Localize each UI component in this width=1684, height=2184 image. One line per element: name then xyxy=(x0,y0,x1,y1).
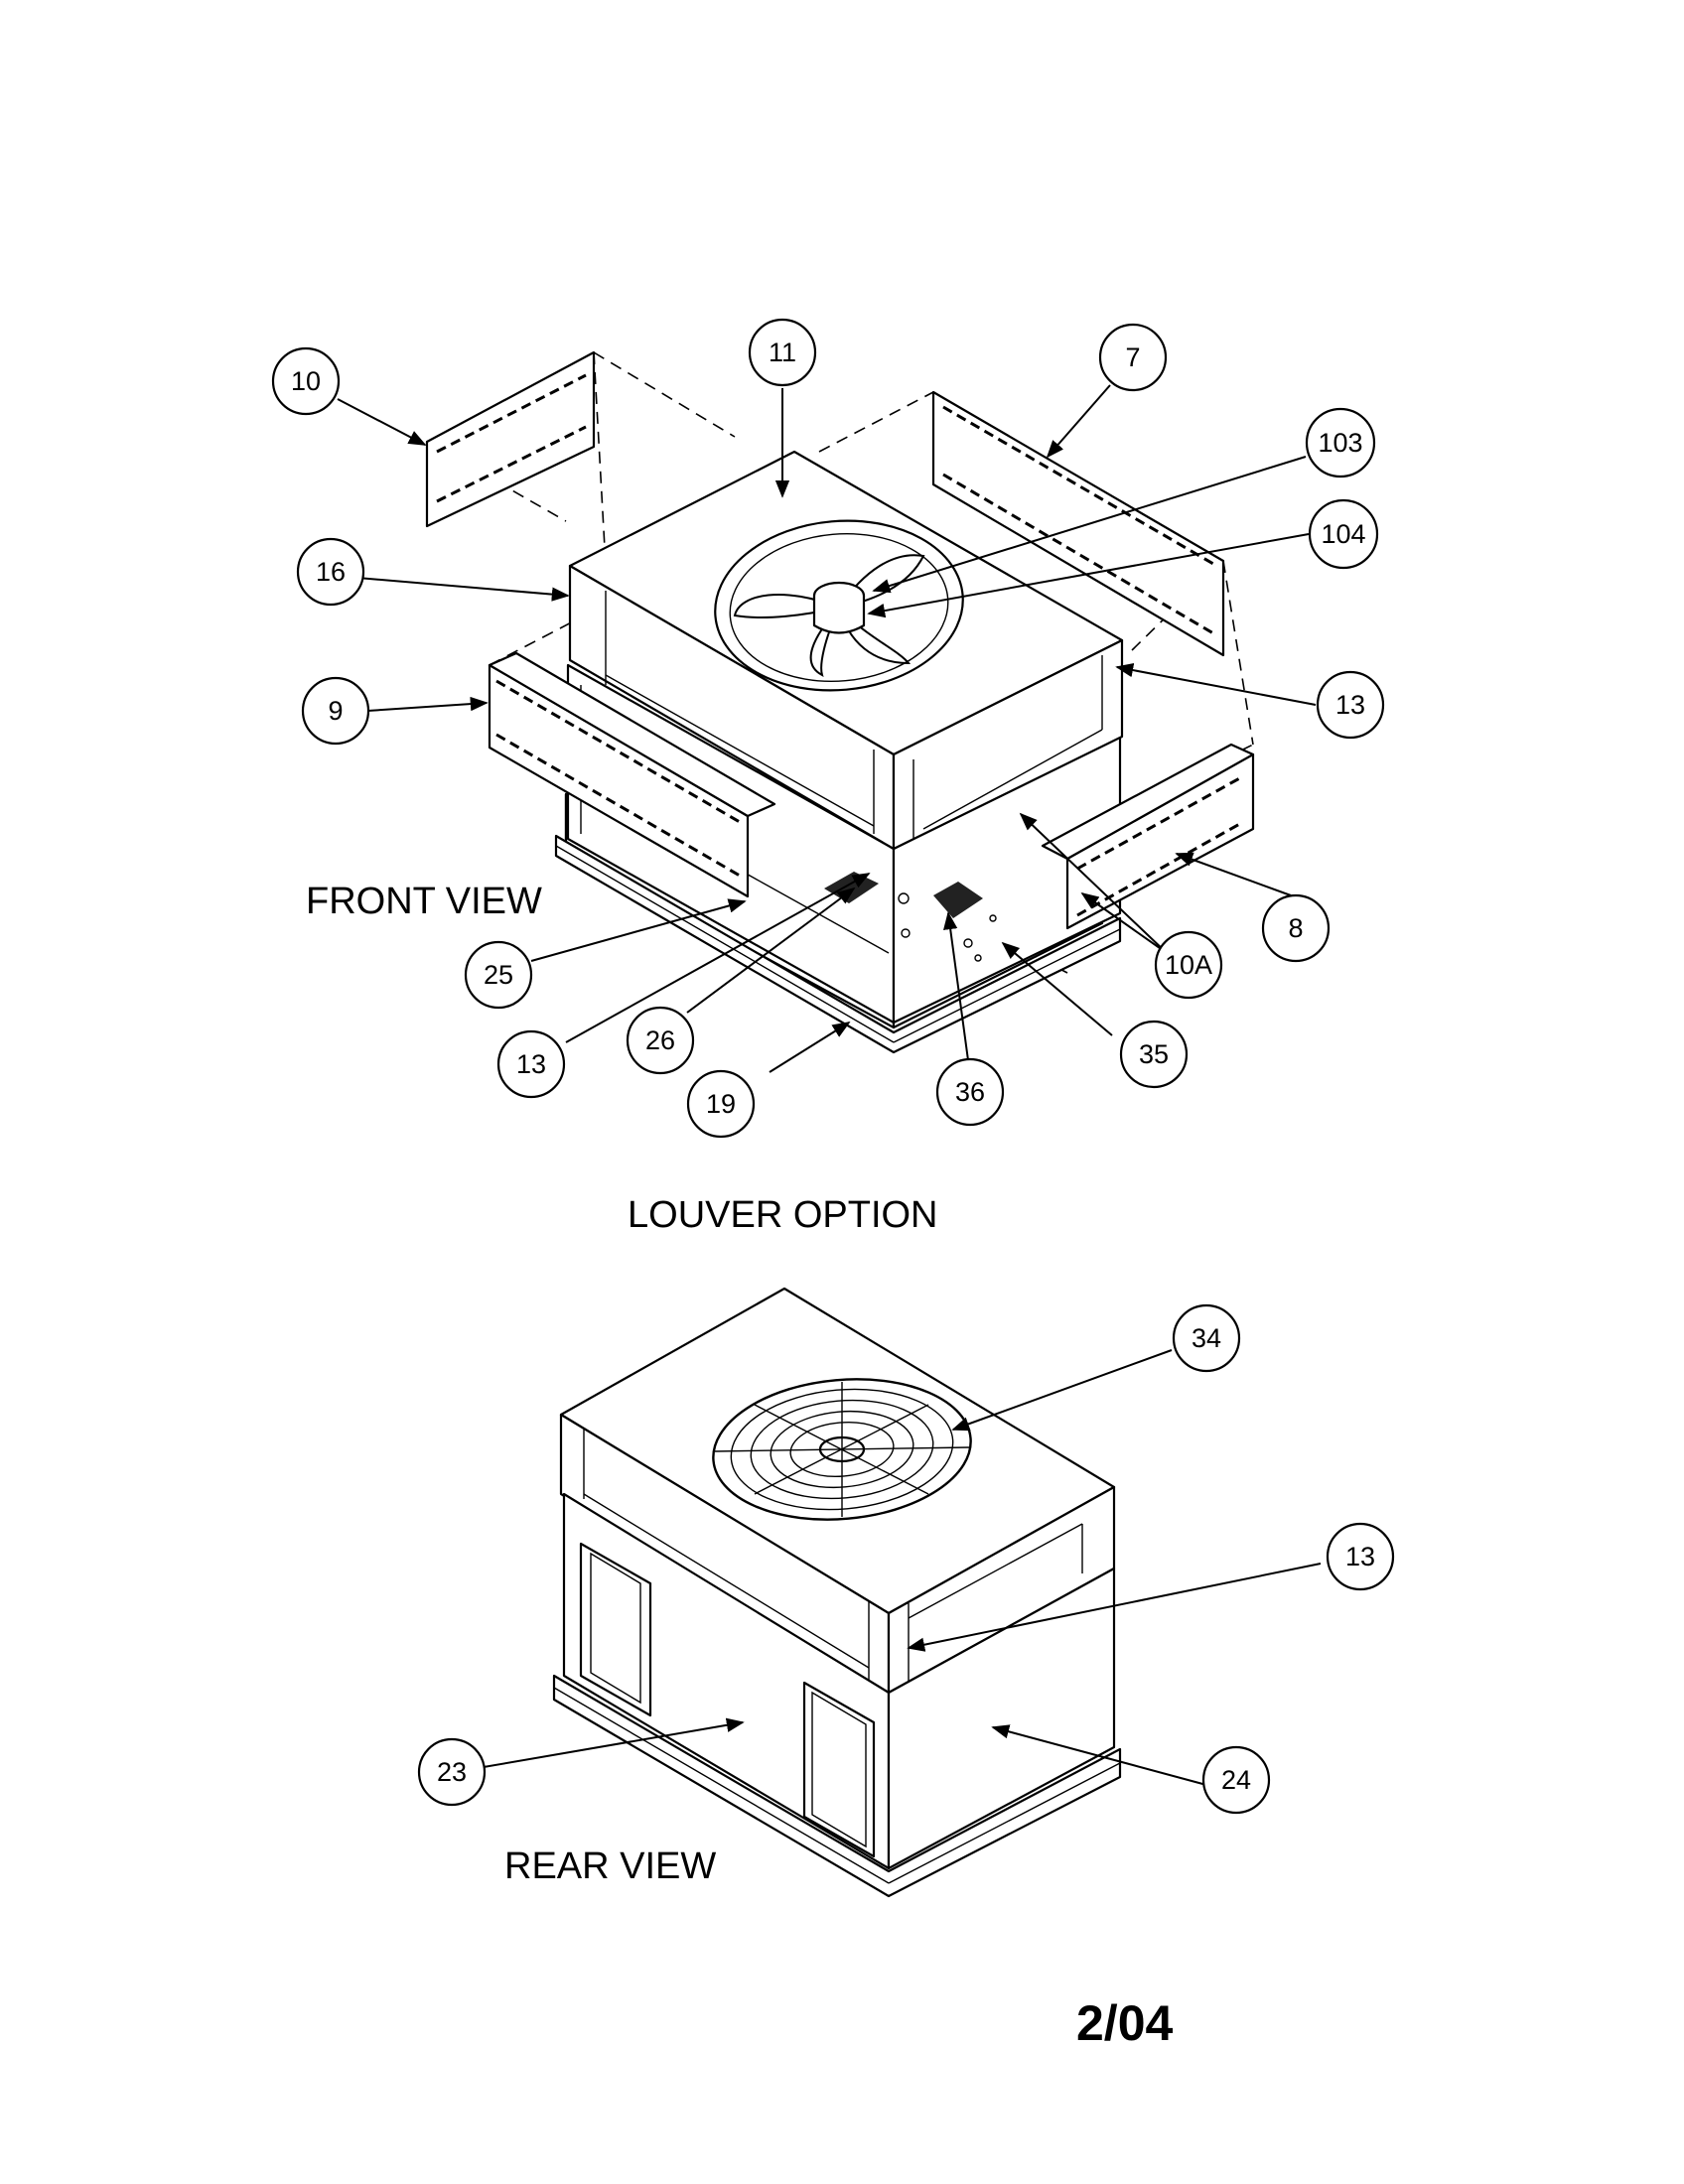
svg-text:9: 9 xyxy=(328,696,343,726)
callout-35: 35 xyxy=(1119,1020,1189,1089)
front-view-drawing: 10 11 7 103 104 16 9 13 8 10A 25 13 26 1… xyxy=(271,318,1385,1139)
svg-text:36: 36 xyxy=(955,1077,985,1107)
svg-text:23: 23 xyxy=(437,1757,467,1787)
svg-text:13: 13 xyxy=(516,1049,546,1079)
svg-text:25: 25 xyxy=(484,960,513,990)
front-view-leader-lines xyxy=(337,384,1317,1073)
svg-text:13: 13 xyxy=(1335,690,1365,720)
callout-9: 9 xyxy=(301,676,370,746)
callout-24: 24 xyxy=(1201,1745,1271,1815)
callout-8: 8 xyxy=(1261,893,1331,963)
callout-26: 26 xyxy=(626,1006,695,1075)
callout-10: 10 xyxy=(271,346,341,416)
rear-view-label: REAR VIEW xyxy=(504,1845,716,1887)
front-view-label: FRONT VIEW xyxy=(306,881,542,922)
callout-36: 36 xyxy=(935,1057,1005,1127)
fan-guard-icon xyxy=(712,1378,972,1521)
fan-blade-icon xyxy=(733,593,843,619)
svg-text:24: 24 xyxy=(1221,1765,1251,1795)
callout-13-rear: 13 xyxy=(1326,1522,1395,1591)
louver-panel-10 xyxy=(425,350,596,528)
svg-text:104: 104 xyxy=(1321,519,1365,549)
callout-13-left: 13 xyxy=(496,1029,566,1099)
rear-opening-left xyxy=(579,1542,652,1717)
svg-text:35: 35 xyxy=(1139,1039,1169,1069)
svg-text:34: 34 xyxy=(1192,1323,1221,1353)
svg-text:16: 16 xyxy=(316,557,346,587)
svg-text:10: 10 xyxy=(291,366,321,396)
svg-text:7: 7 xyxy=(1125,342,1140,372)
callout-103: 103 xyxy=(1305,407,1376,478)
svg-text:19: 19 xyxy=(706,1089,736,1119)
fan-opening-ring xyxy=(714,519,964,692)
callout-34: 34 xyxy=(1172,1303,1241,1373)
svg-text:10A: 10A xyxy=(1165,950,1212,980)
front-unit-upper-cabinet xyxy=(568,450,1124,851)
louver-panel-8 xyxy=(1041,743,1255,930)
callout-104: 104 xyxy=(1308,498,1379,570)
rear-view-drawing: 34 13 23 24 REAR VIEW xyxy=(417,1287,1395,1898)
louver-panel-9 xyxy=(488,651,776,898)
callout-23: 23 xyxy=(417,1737,487,1807)
callout-11: 11 xyxy=(748,318,817,387)
callout-25: 25 xyxy=(464,940,533,1010)
rear-opening-right xyxy=(802,1681,876,1858)
louver-panel-7 xyxy=(931,390,1225,657)
callout-19: 19 xyxy=(686,1069,756,1139)
louver-option-label: LOUVER OPTION xyxy=(628,1194,938,1236)
callout-13-right: 13 xyxy=(1316,670,1385,740)
svg-text:11: 11 xyxy=(769,338,796,367)
svg-text:13: 13 xyxy=(1345,1542,1375,1571)
callout-10a: 10A xyxy=(1154,930,1223,1000)
revision-date: 2/04 xyxy=(1076,1995,1174,2051)
fan-motor-icon xyxy=(812,581,866,634)
svg-text:8: 8 xyxy=(1288,913,1303,943)
callout-7: 7 xyxy=(1098,323,1168,392)
svg-text:103: 103 xyxy=(1318,428,1362,458)
svg-text:26: 26 xyxy=(645,1025,675,1055)
vent-grille-36 xyxy=(933,882,983,918)
callout-16: 16 xyxy=(296,537,365,607)
